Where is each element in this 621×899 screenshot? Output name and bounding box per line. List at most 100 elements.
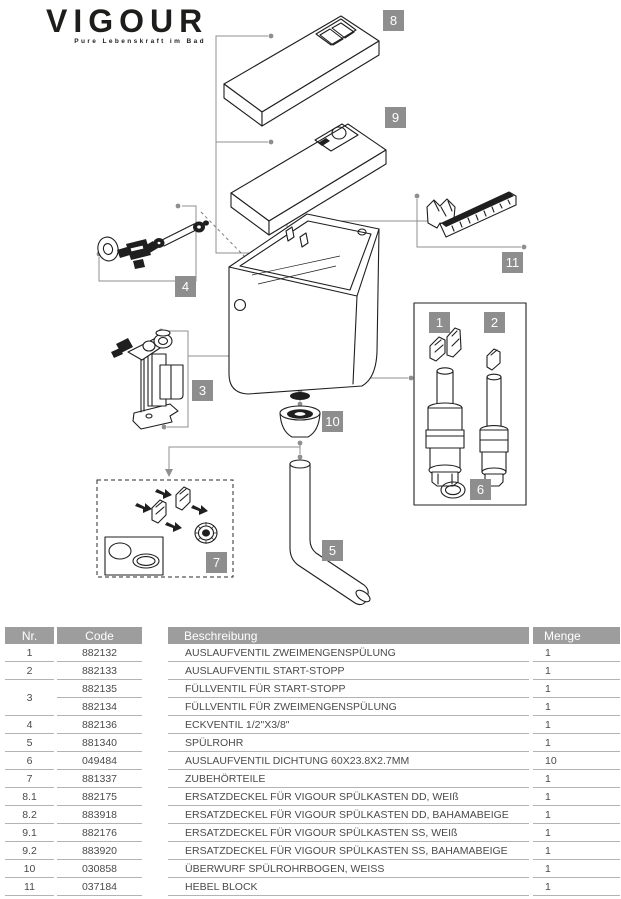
cell-code: 882175 [57,788,142,806]
cell-spacer [142,806,168,824]
lever-block-drawing [426,191,517,238]
cell-beschreibung: ERSATZDECKEL FÜR VIGOUR SPÜLKASTEN DD, B… [168,806,529,824]
callout-1: 1 [429,312,450,333]
cell-menge: 10 [533,752,620,770]
brand-wordmark: VIGOUR [46,3,209,39]
header-nr: Nr. [5,627,54,644]
header-menge: Menge [533,627,620,644]
flush-valve-2-drawing [479,348,509,487]
cell-nr: 2 [5,662,54,680]
cell-menge: 1 [533,734,620,752]
cell-code: 049484 [57,752,142,770]
cell-menge: 1 [533,860,620,878]
cell-spacer [142,662,168,680]
cell-code: 030858 [57,860,142,878]
callout-11: 11 [502,252,523,273]
cell-spacer [142,716,168,734]
cell-nr: 8.2 [5,806,54,824]
cell-code: 881340 [57,734,142,752]
cell-beschreibung: AUSLAUFVENTIL ZWEIMENGENSPÜLUNG [168,644,529,662]
cell-spacer [142,824,168,842]
callout-6: 6 [470,479,491,500]
cell-spacer [142,770,168,788]
cell-nr: 3 [5,680,54,716]
cell-beschreibung: FÜLLVENTIL FÜR ZWEIMENGENSPÜLUNG [168,698,529,716]
cell-spacer [142,842,168,860]
lid-ss-drawing [230,123,387,236]
cell-beschreibung: SPÜLROHR [168,734,529,752]
cell-menge: 1 [533,788,620,806]
cell-code: 882135 [57,680,142,698]
cell-beschreibung: FÜLLVENTIL FÜR START-STOPP [168,680,529,698]
cell-beschreibung: HEBEL BLOCK [168,878,529,896]
corner-valve-drawing [97,220,209,269]
cell-menge: 1 [533,770,620,788]
callout-4: 4 [175,276,196,297]
cell-menge: 1 [533,824,620,842]
callout-2: 2 [484,312,505,333]
cell-beschreibung: ERSATZDECKEL FÜR VIGOUR SPÜLKASTEN DD, W… [168,788,529,806]
cell-nr: 9.1 [5,824,54,842]
cell-code: 882133 [57,662,142,680]
callout-5: 5 [322,540,343,561]
cell-spacer [142,752,168,770]
callout-10: 10 [322,411,343,432]
cell-spacer [142,788,168,806]
cell-menge: 1 [533,842,620,860]
diagram-artwork [96,15,527,606]
exploded-diagram: 8 9 11 4 3 1 2 6 10 5 7 [96,10,527,606]
table-header-row: Nr. Code Beschreibung Menge [5,627,620,644]
brand-tagline: Pure Lebenskraft im Bad [74,38,206,45]
header-code: Code [57,627,142,644]
cell-beschreibung: AUSLAUFVENTIL START-STOPP [168,662,529,680]
cell-code: 883918 [57,806,142,824]
cell-beschreibung: ERSATZDECKEL FÜR VIGOUR SPÜLKASTEN SS, B… [168,842,529,860]
cell-nr: 7 [5,770,54,788]
cell-nr: 10 [5,860,54,878]
cell-code: 882136 [57,716,142,734]
cell-beschreibung: AUSLAUFVENTIL DICHTUNG 60X23.8X2.7MM [168,752,529,770]
brand-logo: VIGOUR Pure Lebenskraft im Bad [46,4,206,45]
cell-nr: 8.1 [5,788,54,806]
flush-pipe-drawing [289,459,371,606]
cell-beschreibung: ÜBERWURF SPÜLROHRBOGEN, WEISS [168,860,529,878]
cell-nr: 4 [5,716,54,734]
lid-dd-drawing [223,15,380,127]
callout-9: 9 [385,107,406,128]
cell-code: 037184 [57,878,142,896]
callout-8: 8 [383,10,404,31]
cell-beschreibung: ZUBEHÖRTEILE [168,770,529,788]
cell-nr: 5 [5,734,54,752]
cell-spacer [142,644,168,662]
fill-valve-drawing [111,329,184,430]
cell-beschreibung: ECKVENTIL 1/2"X3/8" [168,716,529,734]
threaded-grommet [194,522,218,544]
cell-code: 881337 [57,770,142,788]
cell-nr: 6 [5,752,54,770]
cell-nr: 1 [5,644,54,662]
cell-nr: 11 [5,878,54,896]
header-beschreibung: Beschreibung [168,627,529,644]
cistern-tank-drawing [228,213,380,400]
assembly-arrows [135,489,208,532]
cell-menge: 1 [533,662,620,680]
cell-code: 883920 [57,842,142,860]
flush-valve-box [413,302,527,506]
cell-menge: 1 [533,806,620,824]
cell-menge: 1 [533,716,620,734]
